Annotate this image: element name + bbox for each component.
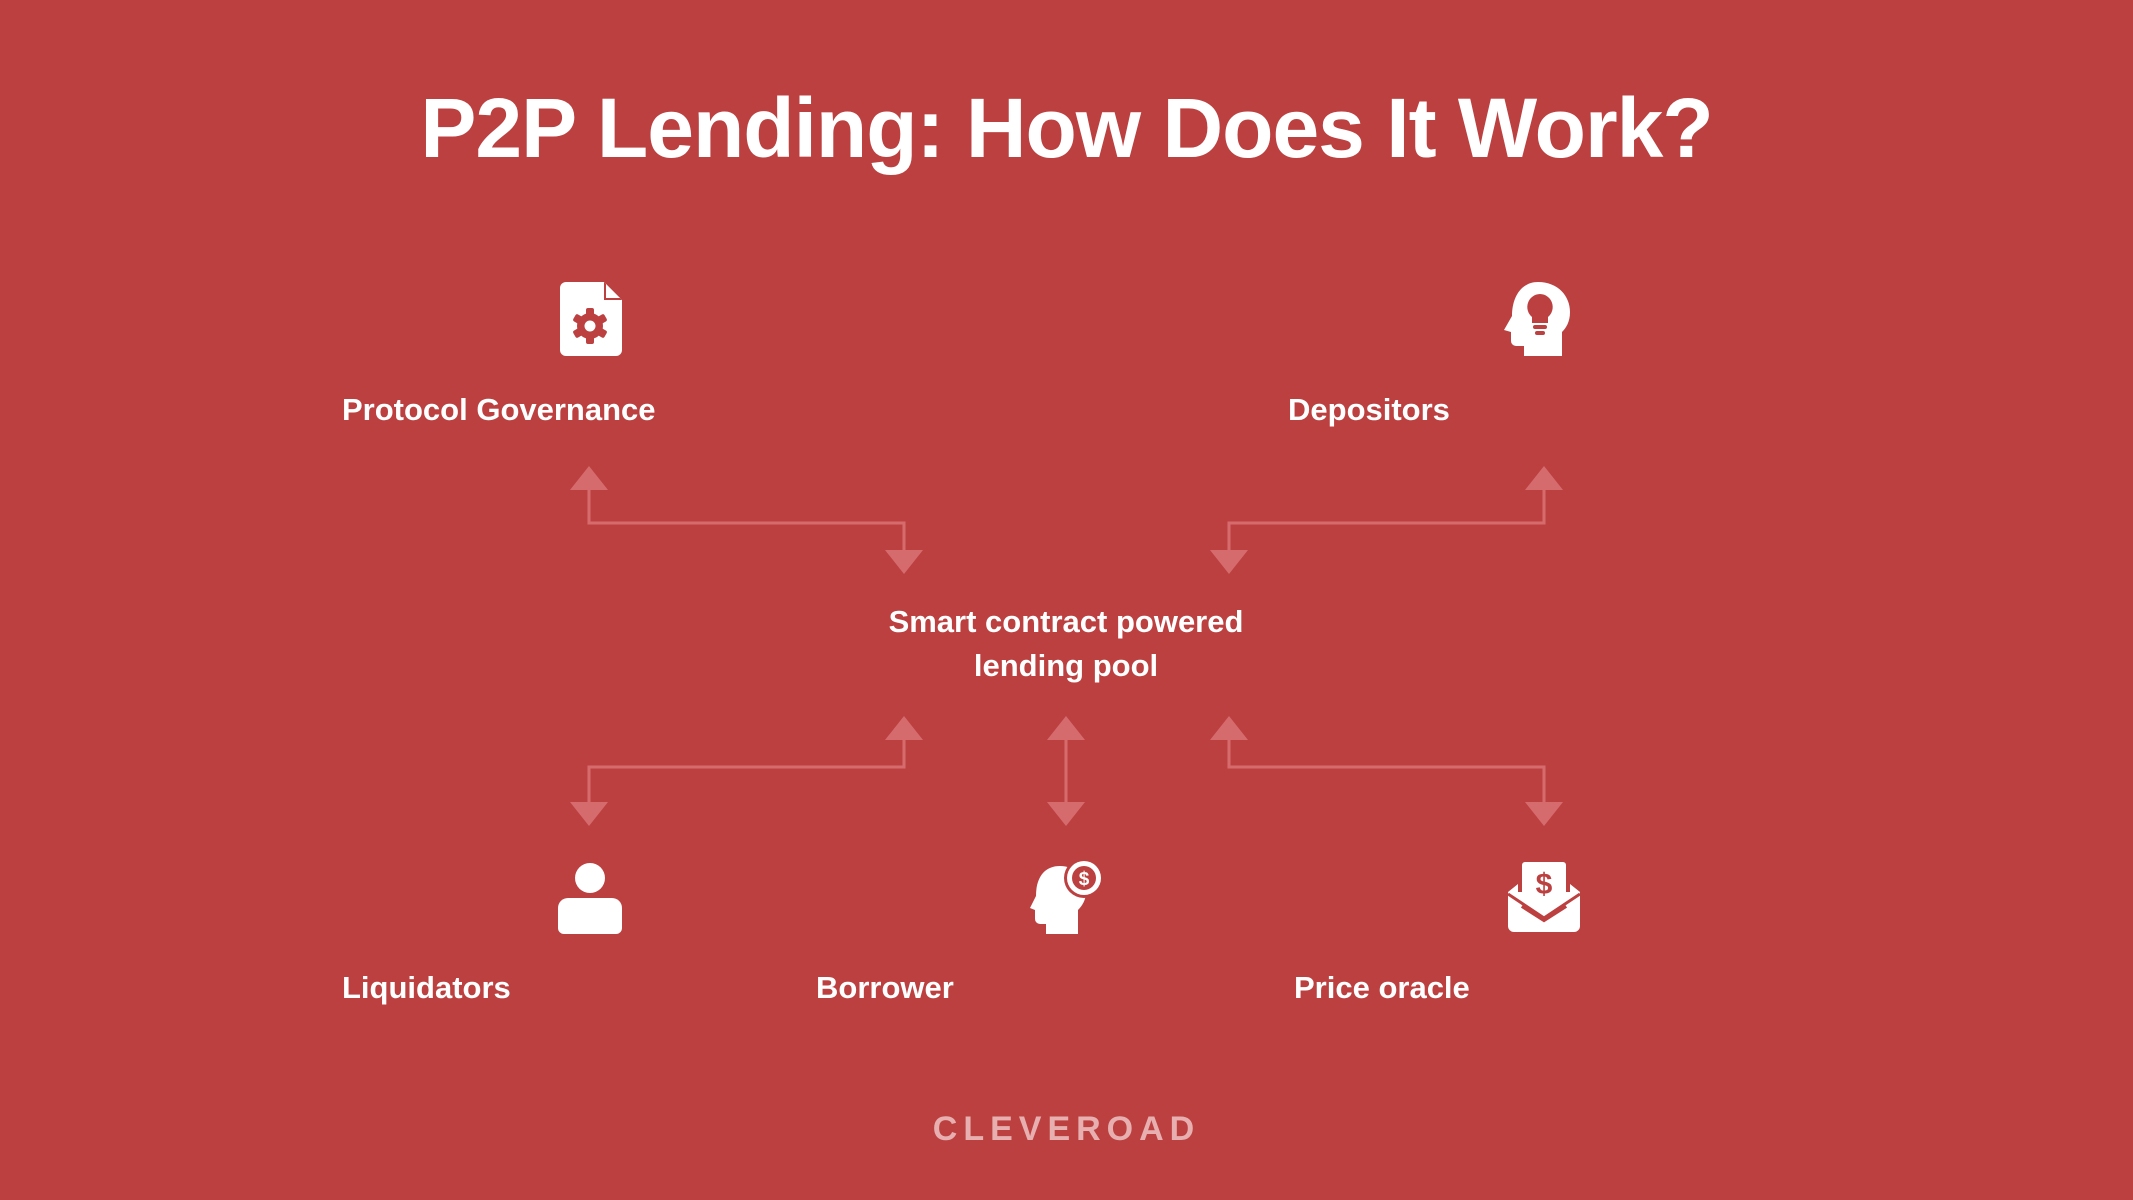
connector-liquidators xyxy=(587,740,906,802)
dollar-envelope-icon: $ xyxy=(1507,862,1581,937)
arrow-up-center-left xyxy=(885,716,923,740)
lending-pool-line-2: lending pool xyxy=(973,648,1159,683)
page-title: P2P Lending: How Does It Work? xyxy=(420,81,1713,175)
arrow-down-center-right xyxy=(1210,550,1248,574)
gear-document-icon xyxy=(560,282,622,361)
arrow-down-price-oracle xyxy=(1525,802,1563,826)
price-oracle-label: Price oracle xyxy=(1294,970,1470,1005)
borrower-label: Borrower xyxy=(816,970,954,1005)
connector-price-oracle xyxy=(1227,740,1546,802)
arrow-up-center-mid xyxy=(1047,716,1085,740)
arrow-up-depositors xyxy=(1525,466,1563,490)
person-icon xyxy=(558,862,622,939)
head-lightbulb-icon xyxy=(1504,282,1570,361)
arrow-down-center-left xyxy=(885,550,923,574)
arrow-down-liquidators xyxy=(570,802,608,826)
depositors-label: Depositors xyxy=(1288,392,1450,427)
arrow-down-borrower xyxy=(1047,802,1085,826)
head-dollar-icon: $ xyxy=(1030,858,1104,939)
connector-depositors xyxy=(1227,488,1546,550)
protocol-governance-label: Protocol Governance xyxy=(342,392,656,427)
lending-pool-line-1: Smart contract powered xyxy=(888,604,1244,639)
brand-logo: CLEVEROAD xyxy=(932,1110,1201,1148)
arrow-up-center-right xyxy=(1210,716,1248,740)
svg-text:$: $ xyxy=(1536,868,1553,901)
liquidators-label: Liquidators xyxy=(342,970,511,1005)
lending-pool-label: Smart contract powered lending pool xyxy=(816,600,1316,688)
arrow-up-governance xyxy=(570,466,608,490)
svg-text:$: $ xyxy=(1079,869,1090,890)
connector-governance xyxy=(587,488,906,550)
